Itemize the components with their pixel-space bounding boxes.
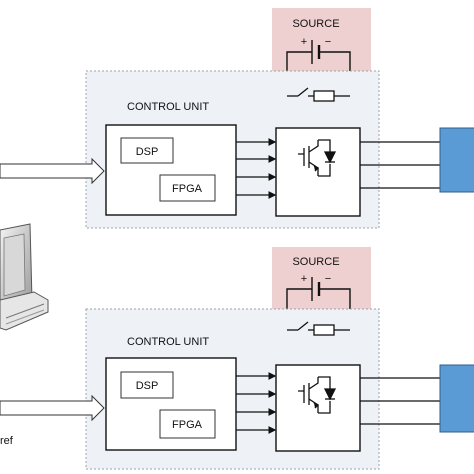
dsp-label: DSP (136, 146, 159, 158)
source-label: SOURCE (292, 18, 339, 30)
computer-icon (0, 223, 49, 331)
gate-signal-arrows (236, 372, 277, 434)
dsp-label: DSP (136, 380, 159, 392)
output-lines (360, 377, 440, 425)
output-lines (360, 141, 440, 189)
minus-sign: − (325, 36, 331, 48)
source-panel (272, 8, 371, 71)
resistor-icon (313, 90, 335, 102)
plus-sign: + (301, 36, 307, 48)
plus-sign: + (301, 273, 307, 285)
load-block (439, 364, 474, 433)
control-unit-label: CONTROL UNIT (127, 101, 209, 113)
fpga-label: FPGA (172, 183, 203, 195)
switch-resistor-branch (287, 321, 350, 336)
fpga-block (159, 174, 216, 202)
control-unit-label: CONTROL UNIT (127, 336, 209, 348)
ref-label: ref (0, 435, 14, 447)
dsp-block (120, 371, 174, 399)
source-panel (272, 247, 371, 309)
source-label: SOURCE (292, 256, 339, 268)
load-block (439, 127, 474, 193)
resistor-icon (313, 324, 335, 336)
minus-sign: − (325, 273, 331, 285)
fpga-label: FPGA (172, 419, 203, 431)
dsp-block (120, 137, 174, 164)
switch-resistor-branch (287, 87, 350, 102)
power-unit-bottom: SOURCE + − CONTROL UNIT DSP FPGA (0, 247, 474, 470)
power-unit-top: SOURCE + − CONTROL UNIT DSP FPGA (0, 8, 474, 229)
gate-signal-arrows (236, 138, 277, 199)
input-arrow (0, 394, 105, 422)
fpga-block (159, 409, 216, 439)
input-arrow (0, 157, 105, 185)
igbt-icon (298, 376, 337, 414)
igbt-icon (298, 139, 337, 177)
